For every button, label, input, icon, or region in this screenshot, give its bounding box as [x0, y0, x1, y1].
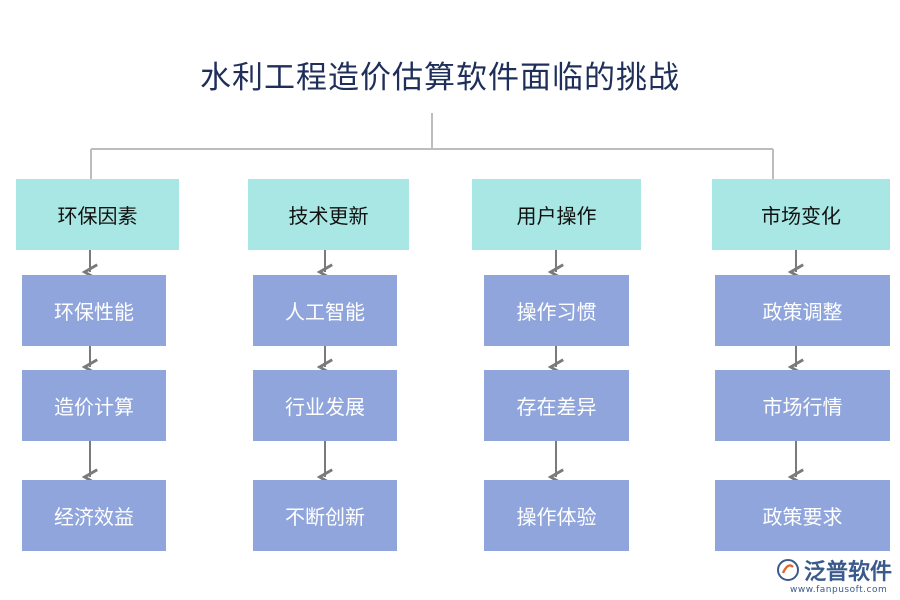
item-box: 操作体验 [484, 480, 629, 551]
item-box: 造价计算 [22, 370, 166, 441]
item-box: 市场行情 [715, 370, 890, 441]
item-box: 不断创新 [253, 480, 397, 551]
item-box: 存在差异 [484, 370, 629, 441]
item-box: 政策调整 [715, 275, 890, 346]
item-box: 环保性能 [22, 275, 166, 346]
header-environment: 环保因素 [16, 179, 179, 250]
item-box: 操作习惯 [484, 275, 629, 346]
brand-url: www.fanpusoft.com [790, 585, 888, 595]
brand-logo-icon [777, 559, 799, 581]
item-box: 经济效益 [22, 480, 166, 551]
item-box: 行业发展 [253, 370, 397, 441]
item-box: 人工智能 [253, 275, 397, 346]
header-technology: 技术更新 [248, 179, 409, 250]
header-market: 市场变化 [712, 179, 890, 250]
header-user-operation: 用户操作 [472, 179, 641, 250]
diagram-title: 水利工程造价估算软件面临的挑战 [200, 60, 680, 96]
item-box: 政策要求 [715, 480, 890, 551]
brand-logo: 泛普软件 [776, 554, 892, 586]
brand-name: 泛普软件 [804, 560, 893, 585]
